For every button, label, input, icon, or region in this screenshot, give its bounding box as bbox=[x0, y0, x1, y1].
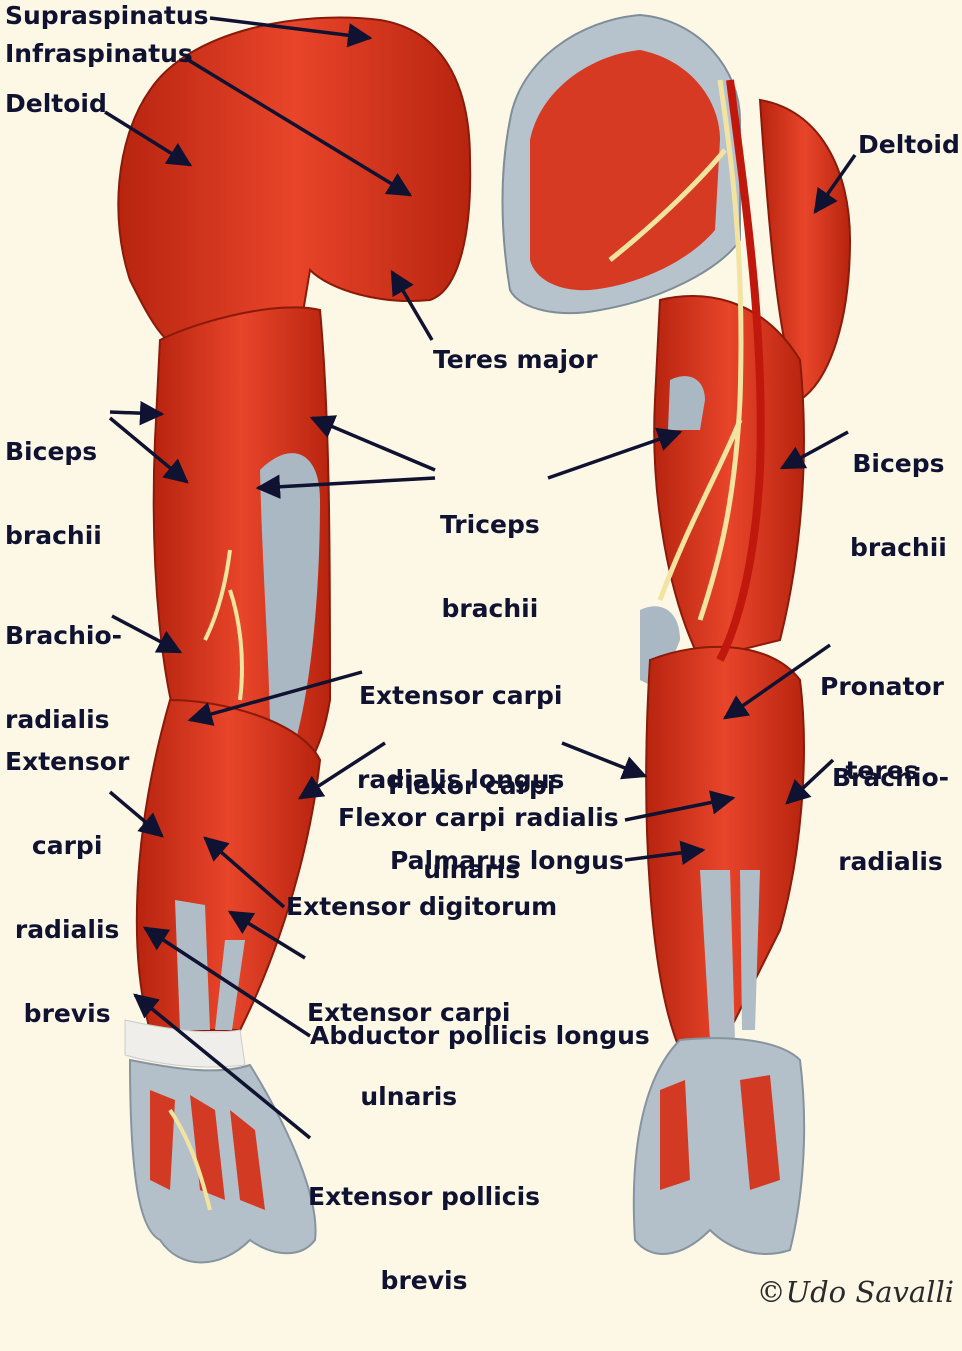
label-fcu-line1: Flexor carpi bbox=[388, 771, 556, 800]
label-ecrb-line2: carpi bbox=[31, 831, 103, 860]
arrow-fcu-right bbox=[561, 741, 648, 780]
arrow-apl bbox=[142, 926, 311, 1038]
label-biceps-left-line2: brachii bbox=[5, 521, 102, 550]
left-hand-muscles bbox=[150, 1090, 265, 1210]
arrow-brachioradialis-left bbox=[111, 614, 183, 654]
right-deltoid bbox=[758, 98, 852, 402]
label-ecu-line1: Extensor carpi bbox=[307, 998, 511, 1027]
arrow-extensor-digitorum bbox=[203, 836, 286, 909]
label-brachioradialis-left-line1: Brachio- bbox=[5, 621, 122, 650]
arrow-biceps-left-2 bbox=[108, 416, 189, 484]
label-ecrb-line3: radialis bbox=[14, 915, 120, 944]
label-pronator-teres-line2: teres bbox=[845, 756, 919, 785]
right-vessel bbox=[716, 79, 765, 662]
label-brachioradialis-left: Brachio- radialis bbox=[5, 566, 122, 790]
label-biceps-left: Biceps brachii bbox=[5, 382, 102, 606]
muscle-diagram: Supraspinatus Infraspinatus Deltoid Delt… bbox=[5, 1, 960, 1310]
arrow-teres-major bbox=[390, 269, 434, 341]
label-ecrb-line1: Extensor bbox=[5, 747, 130, 776]
label-extensor-digitorum: Extensor digitorum bbox=[286, 892, 558, 921]
label-ecrb-line4: brevis bbox=[23, 999, 111, 1028]
label-ecu: Extensor carpi ulnaris bbox=[307, 943, 510, 1167]
label-epb-line1: Extensor pollicis bbox=[308, 1182, 541, 1211]
left-arm bbox=[117, 16, 472, 1264]
left-hand bbox=[128, 1058, 317, 1264]
label-brachioradialis-left-line2: radialis bbox=[5, 705, 110, 734]
label-fcr: Flexor carpi radialis bbox=[338, 803, 619, 832]
label-brachioradialis-right: Brachio- radialis bbox=[832, 708, 949, 932]
arrow-ecrl bbox=[187, 670, 363, 726]
right-forearm-muscle bbox=[645, 645, 805, 1051]
left-triceps-tendon bbox=[260, 453, 320, 760]
left-wrist-band bbox=[124, 1019, 246, 1068]
arrow-epb bbox=[133, 993, 312, 1140]
arrow-fcr bbox=[624, 790, 736, 822]
label-epb: Extensor pollicis brevis bbox=[308, 1127, 540, 1351]
label-triceps: Triceps brachii bbox=[440, 455, 540, 679]
right-upper-arm-muscle bbox=[653, 295, 805, 662]
arrow-infraspinatus bbox=[184, 56, 413, 197]
right-upper-arm-tendon bbox=[640, 376, 705, 690]
label-arrows bbox=[104, 16, 857, 1140]
label-fcu-line2: ulnaris bbox=[423, 855, 521, 884]
arrow-ecrb bbox=[108, 790, 164, 838]
label-apl: Abductor pollicis longus bbox=[310, 1021, 650, 1050]
arrow-supraspinatus bbox=[209, 16, 373, 48]
label-pronator-teres-line1: Pronator bbox=[820, 672, 944, 701]
label-deltoid-right: Deltoid bbox=[858, 130, 960, 159]
label-ecrl-line2: radialis longus bbox=[357, 765, 565, 794]
arrow-triceps-1 bbox=[309, 415, 436, 472]
label-infraspinatus: Infraspinatus bbox=[5, 39, 193, 68]
scapula-muscle bbox=[530, 50, 720, 291]
label-deltoid-left: Deltoid bbox=[5, 89, 107, 118]
label-pronator-teres: Pronator teres bbox=[820, 617, 944, 841]
right-hand bbox=[632, 1037, 806, 1255]
arm-illustration bbox=[104, 13, 857, 1264]
arrow-pronator-teres bbox=[722, 643, 831, 720]
label-biceps-right-line1: Biceps bbox=[852, 449, 945, 478]
label-triceps-line2: brachii bbox=[441, 594, 539, 623]
arrow-fcu-left bbox=[297, 741, 386, 800]
left-forearm-tendons bbox=[175, 900, 245, 1030]
label-epb-line2: brevis bbox=[380, 1266, 468, 1295]
right-forearm-tendons bbox=[700, 870, 760, 1040]
label-biceps-right-line2: brachii bbox=[850, 533, 947, 562]
arrow-biceps-left-1 bbox=[109, 400, 165, 426]
arrow-biceps-right bbox=[779, 430, 849, 470]
right-hand-muscles bbox=[660, 1075, 780, 1190]
arrow-palmarus-longus bbox=[624, 840, 706, 865]
label-ecrl: Extensor carpi radialis longus bbox=[357, 626, 564, 850]
left-shoulder-muscle bbox=[117, 16, 472, 353]
label-fcu: Flexor carpi ulnaris bbox=[388, 716, 555, 940]
arrow-deltoid-left bbox=[104, 110, 193, 167]
arrow-deltoid-right bbox=[813, 153, 857, 215]
arrow-triceps-2 bbox=[255, 474, 436, 499]
label-teres-major: Teres major bbox=[433, 345, 598, 374]
label-ecu-line2: ulnaris bbox=[360, 1082, 458, 1111]
right-nerve bbox=[608, 79, 744, 621]
left-nerve bbox=[168, 549, 244, 1211]
arrow-brachioradialis-right bbox=[785, 758, 835, 805]
label-triceps-line1: Triceps bbox=[440, 510, 540, 539]
label-supraspinatus: Supraspinatus bbox=[5, 1, 209, 30]
label-brachioradialis-right-line2: radialis bbox=[838, 847, 943, 876]
label-ecrl-line1: Extensor carpi bbox=[358, 681, 563, 710]
copyright-credit: ©Udo Savalli bbox=[756, 1275, 954, 1309]
label-ecrb: Extensor carpi radialis brevis bbox=[5, 692, 129, 1084]
right-arm bbox=[501, 13, 852, 1255]
label-palmarus-longus: Palmarus longus bbox=[390, 846, 624, 875]
label-biceps-right: Biceps brachii bbox=[850, 394, 947, 618]
label-biceps-left-line1: Biceps bbox=[5, 437, 98, 466]
arrow-ecu bbox=[227, 910, 306, 960]
label-brachioradialis-right-line1: Brachio- bbox=[832, 763, 949, 792]
arrow-triceps-3 bbox=[547, 427, 683, 480]
